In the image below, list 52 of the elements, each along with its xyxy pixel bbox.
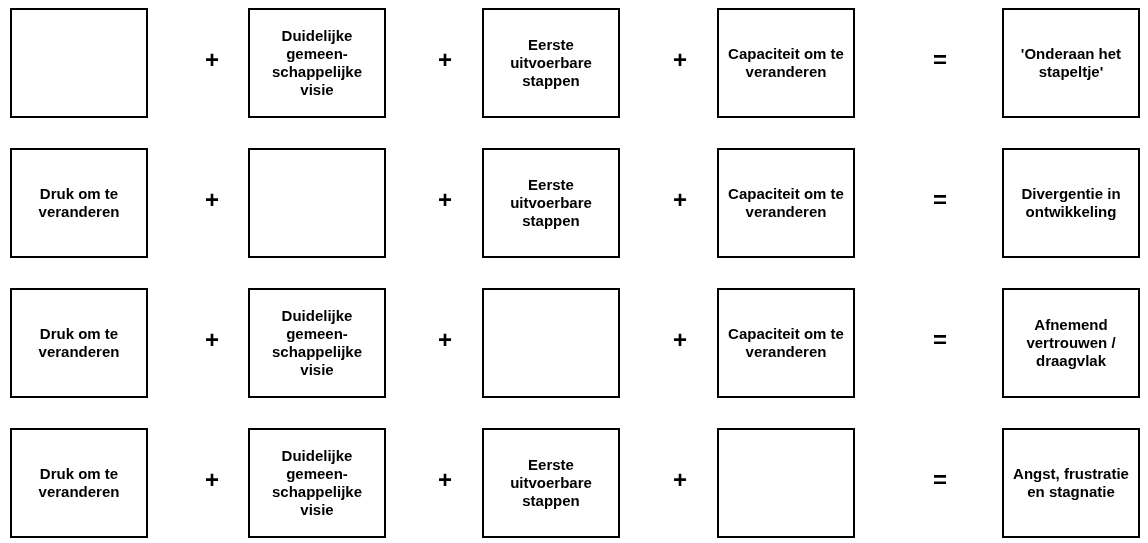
text-box bbox=[1002, 288, 1140, 398]
operator-sign: + bbox=[437, 46, 453, 74]
box-text: 'Onderaan het stapeltje' bbox=[1019, 45, 1123, 81]
empty-box bbox=[248, 148, 386, 258]
text-box bbox=[248, 8, 386, 118]
text-box bbox=[482, 428, 620, 538]
operator-sign: + bbox=[672, 186, 688, 214]
operator-sign: + bbox=[672, 46, 688, 74]
operator-sign: + bbox=[437, 466, 453, 494]
operator-sign: = bbox=[932, 326, 948, 354]
empty-box bbox=[10, 8, 148, 118]
text-box bbox=[482, 8, 620, 118]
operator-sign: + bbox=[672, 326, 688, 354]
operator-sign: + bbox=[437, 326, 453, 354]
box-text: Eerste uitvoerbare stappen bbox=[509, 456, 593, 510]
box-text: Eerste uitvoerbare stappen bbox=[509, 36, 593, 90]
empty-box bbox=[717, 428, 855, 538]
operator-sign: = bbox=[932, 186, 948, 214]
box-text: Duidelijke gemeen- schappelijke visie bbox=[270, 447, 363, 519]
operator-sign: = bbox=[932, 46, 948, 74]
box-text: Duidelijke gemeen- schappelijke visie bbox=[270, 307, 363, 379]
box-text: Eerste uitvoerbare stappen bbox=[509, 176, 593, 230]
box-text: Capaciteit om te veranderen bbox=[727, 325, 845, 361]
text-box bbox=[10, 148, 148, 258]
text-box bbox=[717, 8, 855, 118]
text-box bbox=[717, 148, 855, 258]
text-box bbox=[248, 288, 386, 398]
box-text: Druk om te veranderen bbox=[37, 465, 121, 501]
text-box bbox=[248, 428, 386, 538]
text-box bbox=[717, 288, 855, 398]
text-box bbox=[10, 288, 148, 398]
text-box bbox=[1002, 428, 1140, 538]
operator-sign: + bbox=[204, 326, 220, 354]
box-text: Capaciteit om te veranderen bbox=[727, 185, 845, 221]
operator-sign: + bbox=[204, 466, 220, 494]
box-text: Angst, frustratie en stagnatie bbox=[1012, 465, 1130, 501]
operator-sign: + bbox=[437, 186, 453, 214]
box-text: Divergentie in ontwikkeling bbox=[1020, 185, 1122, 221]
operator-sign: + bbox=[204, 186, 220, 214]
box-text: Duidelijke gemeen- schappelijke visie bbox=[270, 27, 363, 99]
text-box bbox=[1002, 8, 1140, 118]
text-box bbox=[1002, 148, 1140, 258]
operator-sign: + bbox=[672, 466, 688, 494]
box-text: Druk om te veranderen bbox=[37, 325, 121, 361]
box-text: Afnemend vertrouwen / draagvlak bbox=[1025, 316, 1117, 370]
operator-sign: = bbox=[932, 466, 948, 494]
box-text: Capaciteit om te veranderen bbox=[727, 45, 845, 81]
operator-sign: + bbox=[204, 46, 220, 74]
text-box bbox=[482, 148, 620, 258]
text-box bbox=[10, 428, 148, 538]
empty-box bbox=[482, 288, 620, 398]
box-text: Druk om te veranderen bbox=[37, 185, 121, 221]
